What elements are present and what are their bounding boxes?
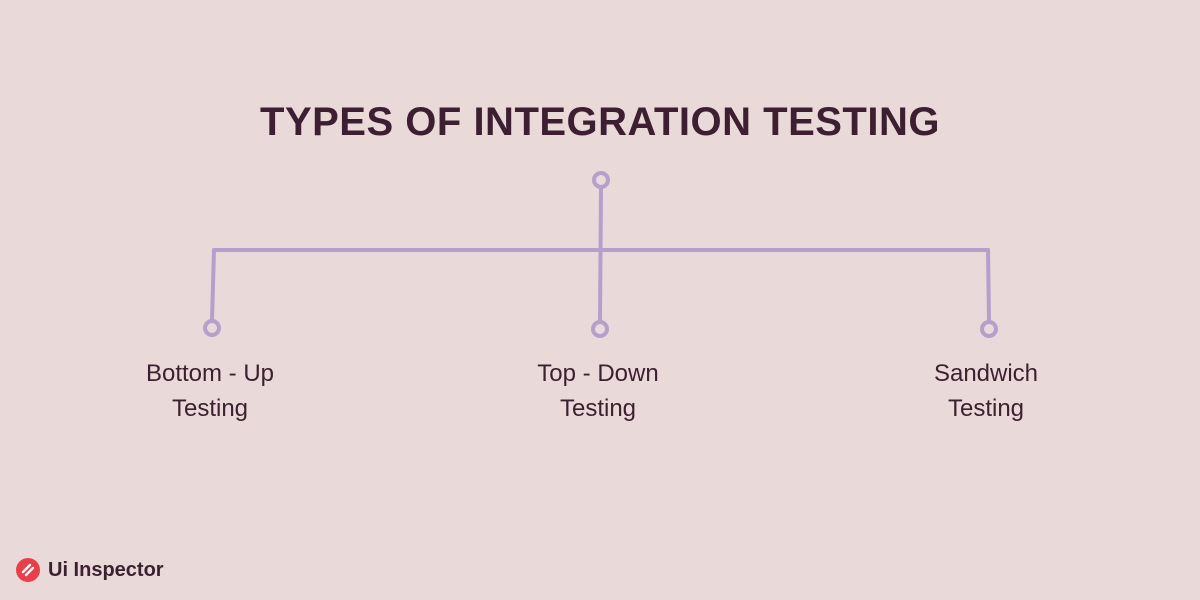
node-top-down-line1: Top - Down bbox=[537, 360, 659, 387]
diagram-title: TYPES OF INTEGRATION TESTING bbox=[260, 100, 940, 144]
right-node-circle bbox=[980, 320, 998, 338]
brand-name: Ui Inspector bbox=[48, 558, 164, 581]
node-bottom-up: Bottom - Up Testing bbox=[90, 356, 330, 426]
center-node-circle bbox=[591, 320, 609, 338]
left-branch bbox=[210, 248, 216, 322]
node-bottom-up-line2: Testing bbox=[171, 395, 249, 422]
ui-inspector-logo-icon bbox=[16, 558, 40, 582]
node-sandwich-line2: Testing bbox=[947, 395, 1025, 422]
node-sandwich-line1: Sandwich bbox=[933, 360, 1039, 387]
node-top-down: Top - Down Testing bbox=[478, 356, 718, 426]
node-top-down-line2: Testing bbox=[559, 395, 637, 422]
node-sandwich: Sandwich Testing bbox=[866, 356, 1106, 426]
left-node-circle bbox=[203, 319, 221, 337]
root-node-circle bbox=[592, 171, 610, 189]
node-bottom-up-line1: Bottom - Up bbox=[145, 360, 275, 387]
root-stem bbox=[598, 185, 603, 323]
right-branch bbox=[986, 248, 991, 323]
brand: Ui Inspector bbox=[16, 556, 164, 584]
